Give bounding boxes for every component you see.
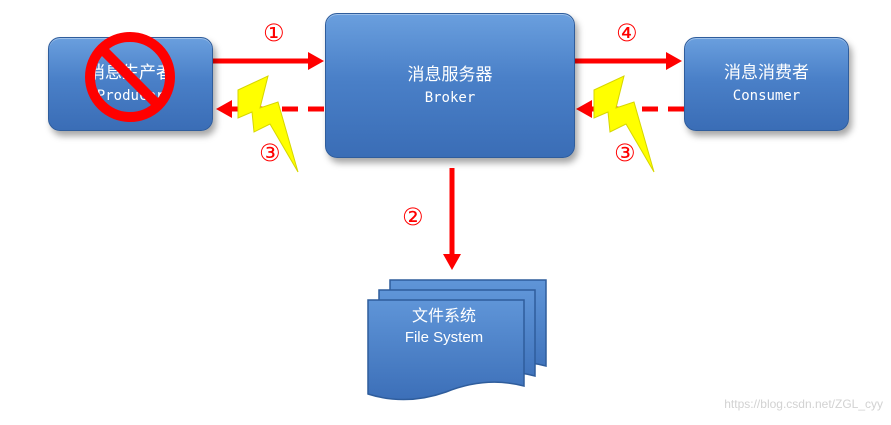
broker-subtitle: Broker (424, 89, 476, 106)
watermark-text: https://blog.csdn.net/ZGL_cyy (724, 397, 883, 411)
file-system-label: 文件系统 File System (378, 305, 510, 349)
file-doc-front (367, 299, 525, 401)
consumer-box: 消息消费者 Consumer (684, 37, 849, 131)
arrow-produce (212, 52, 324, 70)
step-2-label: ② (402, 203, 424, 231)
lightning-icon-right (593, 75, 655, 173)
prohibited-icon (85, 32, 175, 122)
lightning-icon-left (237, 75, 299, 173)
broker-box: 消息服务器 Broker (325, 13, 575, 158)
step-1-label: ① (263, 19, 285, 47)
arrow-consume (573, 52, 682, 70)
consumer-title: 消息消费者 (724, 63, 809, 83)
file-system-subtitle: File System (404, 329, 484, 346)
broker-title: 消息服务器 (407, 64, 493, 85)
step-4-label: ④ (616, 19, 638, 47)
arrow-persist (443, 168, 461, 270)
consumer-subtitle: Consumer (732, 88, 801, 104)
file-system-title: 文件系统 (411, 306, 476, 325)
step-3-left-label: ③ (259, 139, 281, 167)
step-3-right-label: ③ (614, 139, 636, 167)
